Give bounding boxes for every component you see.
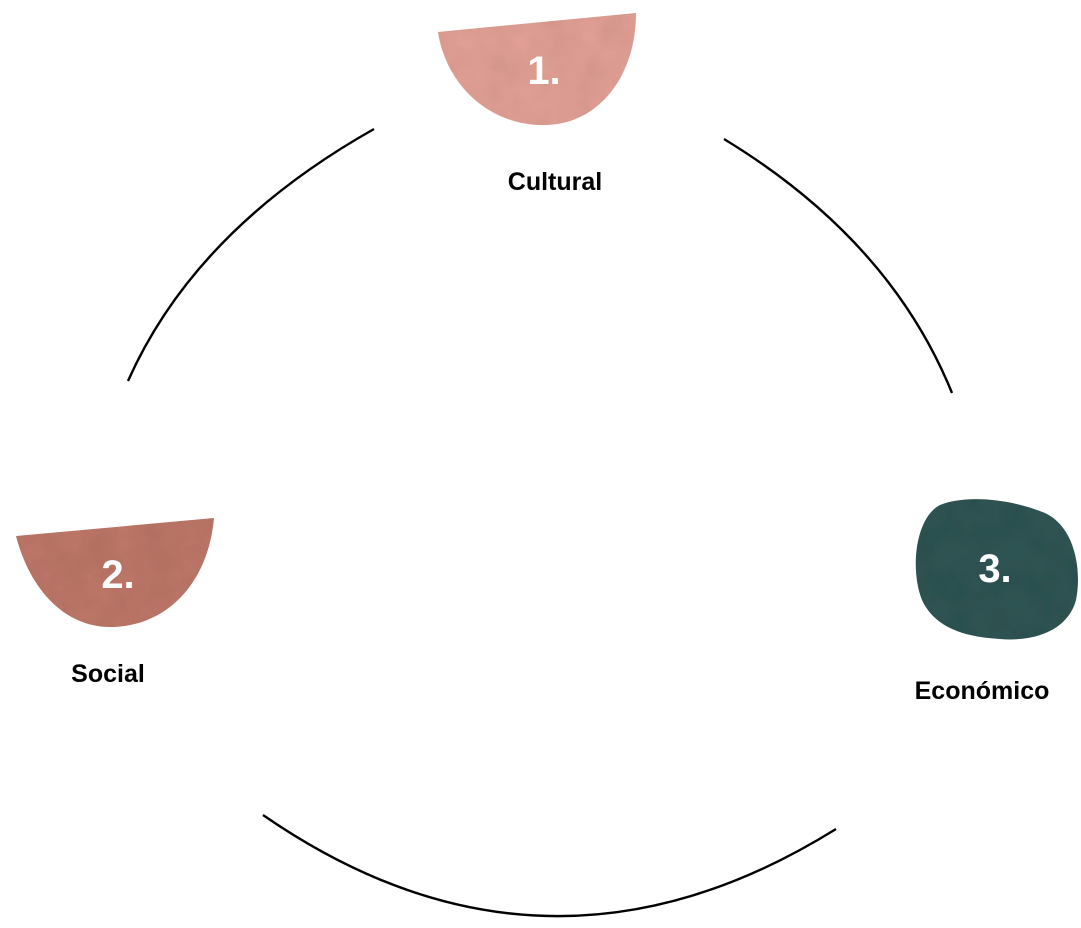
- cultural-watercolor-shape: [438, 13, 636, 126]
- arc-cultural-economico: [723, 137, 954, 394]
- arc-cultural-social: [126, 127, 375, 382]
- node-label-economico: Económico: [915, 677, 1050, 705]
- node-number-social: 2.: [101, 553, 134, 597]
- node-label-social: Social: [71, 660, 145, 688]
- node-economico: 3. Económico: [915, 499, 1078, 705]
- node-social: 2. Social: [16, 518, 214, 688]
- social-watercolor-shape: [16, 518, 214, 627]
- economico-watercolor-shape: [915, 499, 1078, 640]
- node-number-cultural: 1.: [527, 49, 560, 93]
- arc-social-economico: [262, 814, 837, 918]
- node-number-economico: 3.: [978, 547, 1011, 591]
- node-cultural: 1. Cultural: [438, 13, 636, 196]
- node-label-cultural: Cultural: [508, 168, 602, 196]
